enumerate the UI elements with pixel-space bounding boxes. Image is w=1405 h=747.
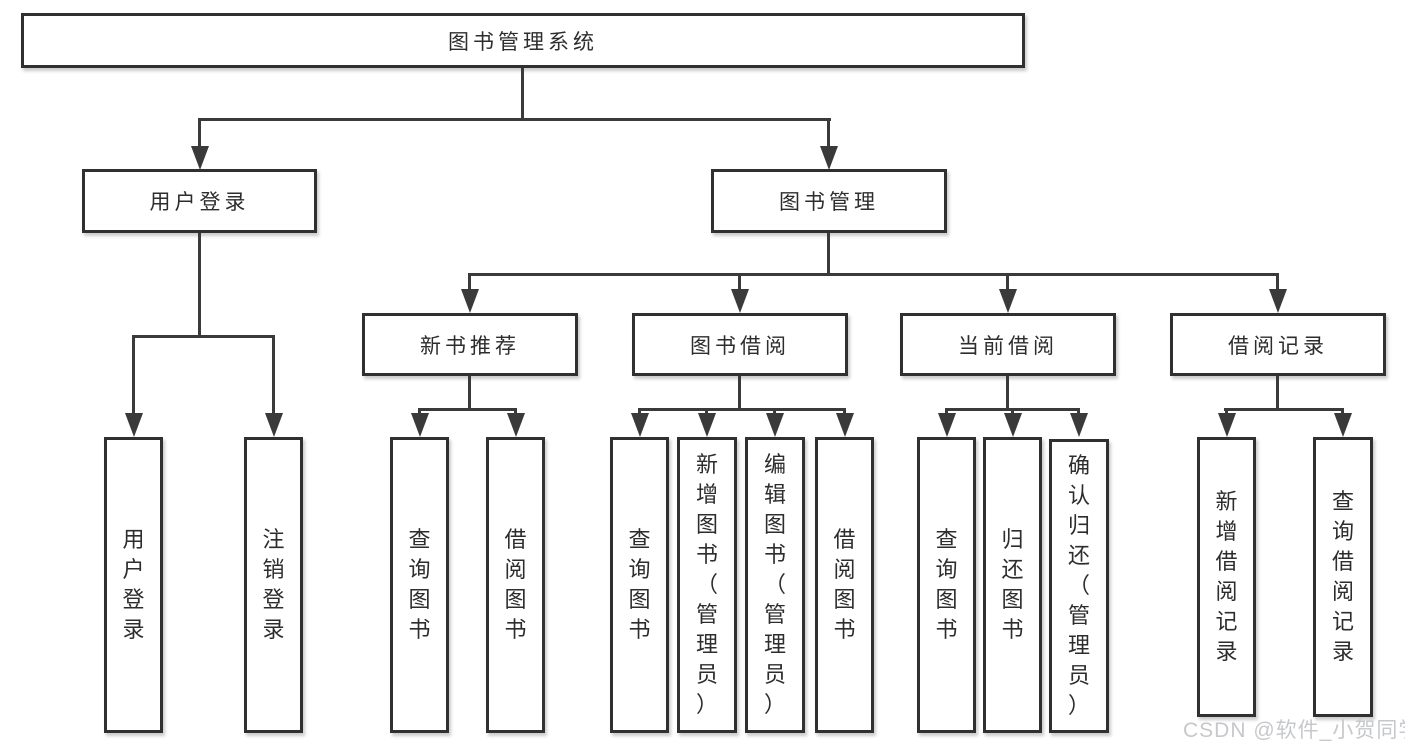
leaf-label: 查询图书 [935,527,958,642]
leaf-add-book-admin: 新增图书（管理员） [677,437,737,733]
node-book-management: 图书管理 [711,169,947,233]
connector-line [198,118,201,148]
leaf-label: 查询图书 [628,527,651,642]
arrow-down-icon [820,146,838,170]
leaf-query-books-3: 查询图书 [917,437,976,733]
connector-line [521,68,524,118]
connector-line [132,335,275,338]
arrow-down-icon [1269,289,1287,313]
node-label: 借阅记录 [1228,334,1328,358]
connector-line [827,233,830,273]
connector-line [272,335,275,415]
connector-line [1006,376,1009,408]
leaf-label: 编辑图书（管理员） [763,452,786,717]
arrow-down-icon [125,413,143,437]
connector-line [945,408,948,416]
arrow-down-icon [507,413,525,437]
connector-line [1341,408,1344,416]
leaf-query-books-2: 查询图书 [610,437,669,733]
connector-line [514,408,517,416]
node-label: 图书借阅 [690,334,790,358]
connector-line [1077,408,1080,416]
connector-line [198,118,831,121]
connector-line [738,273,741,291]
arrow-down-icon [1004,413,1022,437]
leaf-label: 新增借阅记录 [1215,489,1238,664]
arrow-down-icon [1070,413,1088,437]
arrow-down-icon [999,289,1017,313]
connector-line [638,408,846,411]
arrow-down-icon [1218,413,1236,437]
leaf-label: 确认归还（管理员） [1067,453,1090,718]
node-root-label: 图书管理系统 [448,30,598,54]
leaf-user-login: 用户登录 [104,437,163,733]
node-book-management-label: 图书管理 [779,191,879,214]
arrow-down-icon [938,413,956,437]
connector-line [843,408,846,416]
connector-line [1276,273,1279,291]
arrow-down-icon [411,413,429,437]
arrow-down-icon [766,413,784,437]
node-user-login: 用户登录 [82,169,317,233]
node-label: 当前借阅 [958,334,1058,358]
arrow-down-icon [698,413,716,437]
leaf-add-borrow-record: 新增借阅记录 [1197,437,1256,717]
csdn-watermark: CSDN @软件_小贺同学 [1183,719,1405,742]
connector-line [705,408,708,416]
leaf-query-books-1: 查询图书 [390,437,449,733]
node-new-book-recommendation: 新书推荐 [362,313,578,376]
connector-line [1224,408,1344,411]
connector-line [198,233,201,335]
arrow-down-icon [461,289,479,313]
leaf-confirm-return-admin: 确认归还（管理员） [1049,439,1109,733]
connector-line [773,408,776,416]
arrow-down-icon [836,413,854,437]
node-current-borrowing: 当前借阅 [900,313,1116,376]
arrow-down-icon [265,413,283,437]
leaf-label: 查询图书 [408,527,431,642]
connector-line [132,335,135,415]
node-borrowing-records: 借阅记录 [1170,313,1386,376]
connector-line [827,118,830,148]
connector-line [468,273,471,291]
connector-line [638,408,641,416]
arrow-down-icon [731,289,749,313]
leaf-label: 归还图书 [1001,527,1024,642]
connector-line [1006,273,1009,291]
leaf-return-book: 归还图书 [983,437,1042,733]
leaf-logout: 注销登录 [244,437,303,733]
connector-line [418,408,421,416]
leaf-label: 注销登录 [262,527,285,642]
leaf-label: 借阅图书 [504,527,527,642]
leaf-label: 新增图书（管理员） [695,452,718,717]
connector-line [738,376,741,408]
leaf-label: 用户登录 [122,527,145,642]
node-book-borrowing: 图书借阅 [632,313,848,376]
arrow-down-icon [631,413,649,437]
arrow-down-icon [1334,413,1352,437]
leaf-label: 查询借阅记录 [1331,489,1354,664]
leaf-edit-book-admin: 编辑图书（管理员） [745,437,805,733]
node-label: 新书推荐 [420,334,520,358]
leaf-label: 借阅图书 [833,527,856,642]
arrow-down-icon [191,146,209,170]
connector-line [468,273,1279,276]
connector-line [1276,376,1279,408]
connector-line [468,376,471,408]
connector-line [1225,408,1228,416]
leaf-borrow-books-1: 借阅图书 [486,437,545,733]
node-user-login-label: 用户登录 [149,191,250,214]
connector-line [1011,408,1014,416]
leaf-borrow-books-2: 借阅图书 [815,437,874,733]
connector-line [418,408,517,411]
node-root: 图书管理系统 [21,13,1025,68]
leaf-query-borrow-record: 查询借阅记录 [1313,437,1373,717]
